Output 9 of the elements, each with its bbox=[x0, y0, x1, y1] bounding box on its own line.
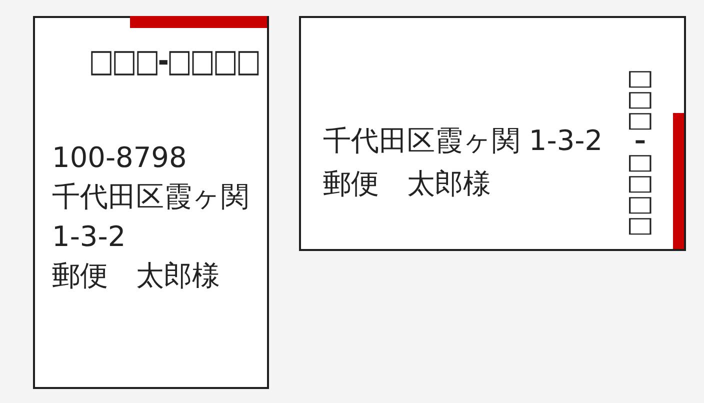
postal-code-field: □□□-□□□□ bbox=[625, 66, 654, 238]
postal-code: 100-8798 bbox=[52, 140, 187, 176]
postal-code-field: □□□-□□□□ bbox=[88, 46, 262, 78]
recipient-name: 郵便 太郎様 bbox=[52, 258, 220, 294]
envelope bbox=[299, 16, 686, 251]
recipient-name: 郵便 太郎様 bbox=[323, 166, 491, 202]
address-text: 千代田区霞ヶ関 1-3-2 bbox=[323, 123, 603, 159]
address-text: 千代田区霞ヶ関 1-3-2 bbox=[52, 179, 250, 255]
envelope bbox=[33, 16, 269, 389]
